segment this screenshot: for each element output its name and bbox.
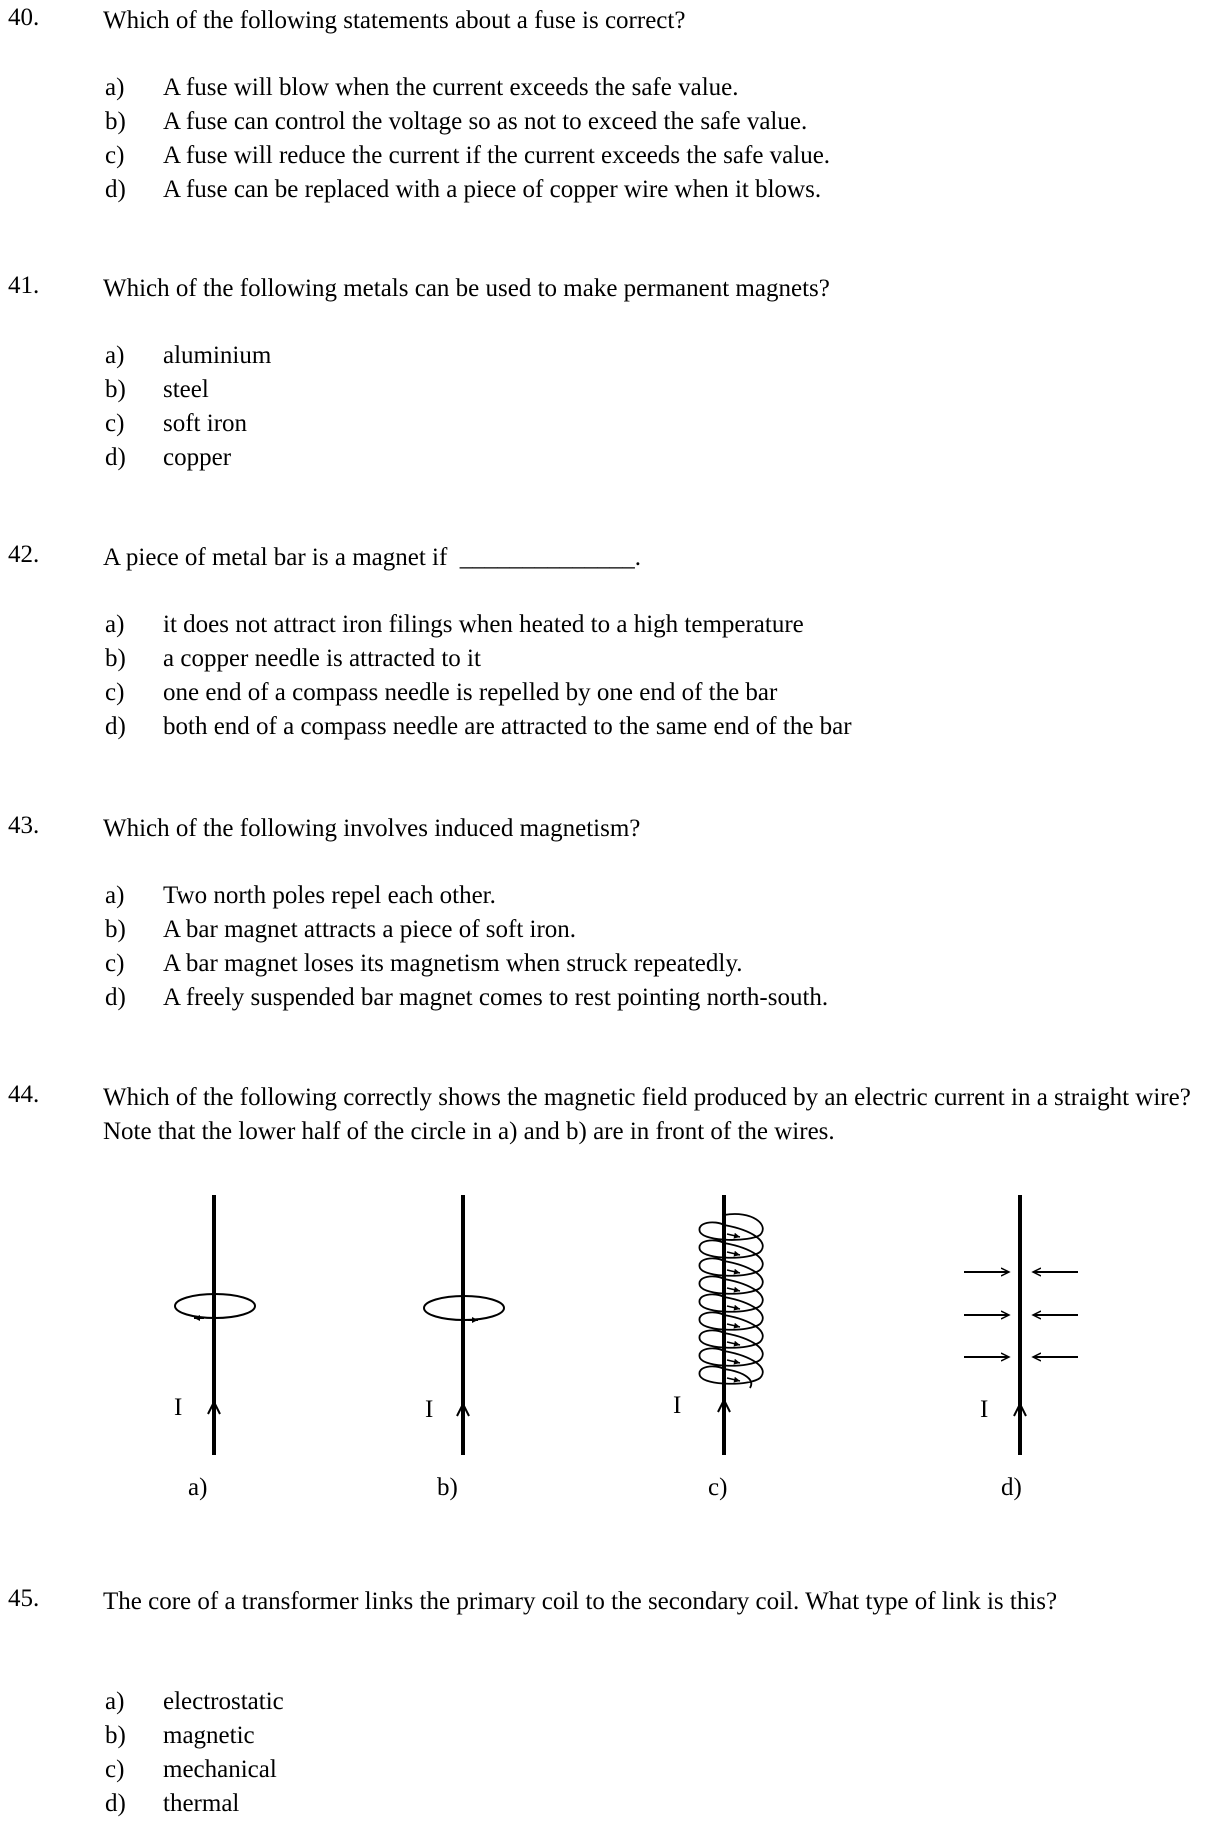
caption-b: b) [437,1474,458,1501]
question-text: Which of the following statements about … [103,7,686,34]
option-d[interactable]: d)copper [105,444,232,471]
current-arrow [717,1397,731,1413]
current-label: I [425,1396,433,1423]
question-number: 45. [8,1585,40,1612]
option-c[interactable]: c)A fuse will reduce the current if the … [105,142,831,169]
magnetic-field-diagram: I a) I b) I c) [174,1195,1078,1501]
option-b[interactable]: b)a copper needle is attracted to it [105,645,481,672]
option-d[interactable]: d)thermal [105,1790,240,1817]
question-number: 40. [8,4,40,31]
option-b[interactable]: b)steel [105,376,209,403]
question-number: 42. [8,541,40,568]
caption-c: c) [708,1474,727,1501]
option-c[interactable]: c)mechanical [105,1756,277,1783]
option-list: a)aluminium b)steel c)soft iron d)copper [105,339,271,475]
option-c[interactable]: c)one end of a compass needle is repelle… [105,679,778,706]
option-d-diagram[interactable]: I d) [964,1195,1078,1501]
question-number: 41. [8,272,40,299]
option-list: a)it does not attract iron filings when … [105,608,852,744]
option-d[interactable]: d)A fuse can be replaced with a piece of… [105,176,822,203]
option-a-diagram[interactable]: I a) [174,1195,256,1501]
current-arrow [456,1401,470,1417]
option-list: a)A fuse will blow when the current exce… [105,71,830,207]
question-text: A piece of metal bar is a magnet if ____… [103,544,642,571]
question-number: 43. [8,812,40,839]
question-text: Which of the following involves induced … [103,815,641,842]
question-text: The core of a transformer links the prim… [103,1588,1058,1615]
caption-d: d) [1001,1474,1022,1501]
option-c-diagram[interactable]: I c) [673,1195,764,1501]
option-a[interactable]: a)A fuse will blow when the current exce… [105,74,739,101]
option-d[interactable]: d)A freely suspended bar magnet comes to… [105,984,829,1011]
question-text: Which of the following metals can be use… [103,275,830,302]
option-a[interactable]: a)aluminium [105,342,272,369]
current-arrow [1013,1401,1027,1417]
current-label: I [673,1392,681,1419]
option-b[interactable]: b)A fuse can control the voltage so as n… [105,108,808,135]
option-list: a)electrostatic b)magnetic c)mechanical … [105,1685,284,1821]
option-b-diagram[interactable]: I b) [423,1195,505,1501]
field-loop [423,1295,505,1321]
option-a[interactable]: a)Two north poles repel each other. [105,882,496,909]
option-a[interactable]: a)it does not attract iron filings when … [105,611,804,638]
question-number: 44. [8,1081,40,1108]
option-c[interactable]: c)soft iron [105,410,248,437]
option-b[interactable]: b)A bar magnet attracts a piece of soft … [105,916,577,943]
field-arrows [964,1272,1078,1357]
field-loop [174,1293,256,1319]
option-b[interactable]: b)magnetic [105,1722,255,1749]
current-label: I [174,1394,182,1421]
current-label: I [980,1396,988,1423]
option-a[interactable]: a)electrostatic [105,1688,284,1715]
helical-field-line [698,1213,764,1389]
option-list: a)Two north poles repel each other. b)A … [105,879,828,1015]
option-d[interactable]: d)both end of a compass needle are attra… [105,713,852,740]
helix-arrows [726,1232,741,1383]
option-c[interactable]: c)A bar magnet loses its magnetism when … [105,950,743,977]
current-arrow [207,1399,221,1415]
caption-a: a) [188,1474,207,1501]
question-text: Which of the following correctly shows t… [103,1084,1191,1145]
